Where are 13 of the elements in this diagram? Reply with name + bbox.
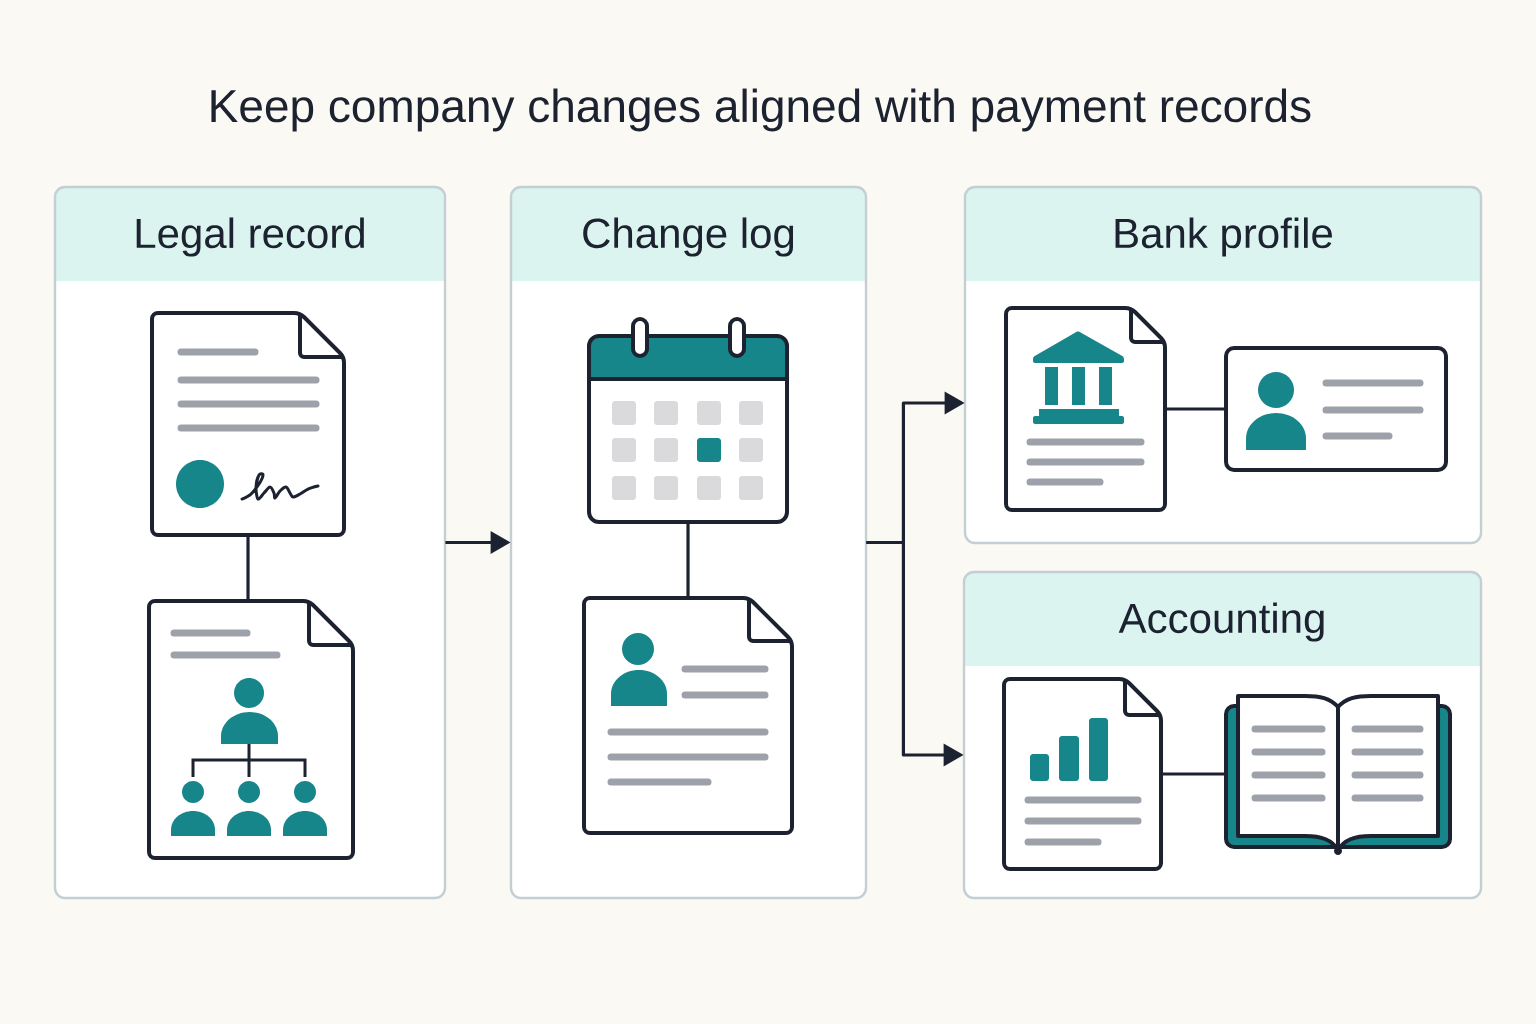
signed-document-drawing — [150, 311, 346, 537]
title: Keep company changes aligned with payment records — [211, 88, 1311, 132]
profile-document-drawing — [582, 596, 794, 835]
connector-line — [246, 535, 250, 601]
connector-line — [1165, 407, 1226, 411]
connector-line — [1161, 772, 1226, 776]
chart-document-drawing — [1002, 677, 1163, 871]
id-card-drawing — [1224, 346, 1448, 472]
bank-document-drawing — [1004, 306, 1167, 512]
connector-line — [686, 522, 690, 598]
calendar-drawing — [587, 317, 789, 524]
org-chart-document-drawing — [147, 599, 355, 860]
open-book-drawing — [1224, 694, 1452, 855]
